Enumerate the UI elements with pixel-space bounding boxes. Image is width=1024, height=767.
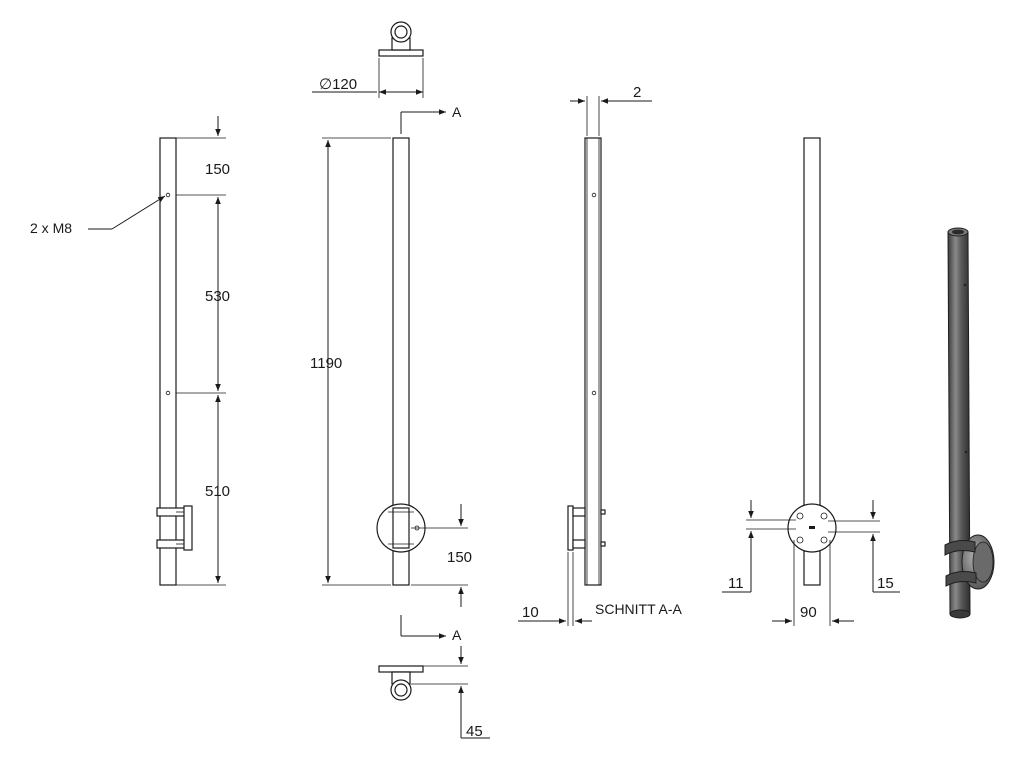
- view-section: 2 10 SCHNITT A-A: [518, 84, 683, 626]
- view-rear: 11 15 90: [722, 137, 900, 626]
- dim-top-offset: 150: [205, 161, 230, 178]
- dim-bolt-circle: 90: [800, 604, 817, 621]
- view-isometric: [944, 227, 995, 619]
- bracket-side: [156, 505, 193, 551]
- section-tube: [584, 137, 602, 586]
- view-side: ∅120 A 1190 150 A: [310, 21, 490, 740]
- dim-flange-depth: 45: [466, 723, 483, 740]
- dim-wall-thickness: 2: [633, 84, 641, 101]
- thread-callout: 2 x M8: [30, 220, 72, 236]
- section-title: SCHNITT A-A: [595, 601, 683, 617]
- dim-lower-offset: 510: [205, 483, 230, 500]
- section-marker-top: A: [452, 104, 462, 120]
- post-tube: [159, 137, 177, 586]
- section-plate: [567, 505, 574, 551]
- bottom-plan-view: [378, 665, 424, 701]
- rear-tube: [803, 137, 821, 586]
- dim-flange-diameter: ∅120: [319, 76, 357, 93]
- post-tube-side: [392, 137, 410, 586]
- top-plan-view: [378, 21, 424, 57]
- view-front: 150 530 510 2 x M8: [30, 116, 230, 586]
- dim-plate-thickness: 10: [522, 604, 539, 621]
- hole-lower: [165, 390, 171, 396]
- dim-hole-right: 15: [877, 575, 894, 592]
- dim-hole-left: 11: [728, 575, 744, 592]
- section-marker-bottom: A: [452, 627, 462, 643]
- dim-hole-spacing: 530: [205, 288, 230, 305]
- dim-total-height: 1190: [310, 355, 342, 372]
- dim-flange-offset: 150: [447, 549, 472, 566]
- hole-upper: [165, 192, 171, 198]
